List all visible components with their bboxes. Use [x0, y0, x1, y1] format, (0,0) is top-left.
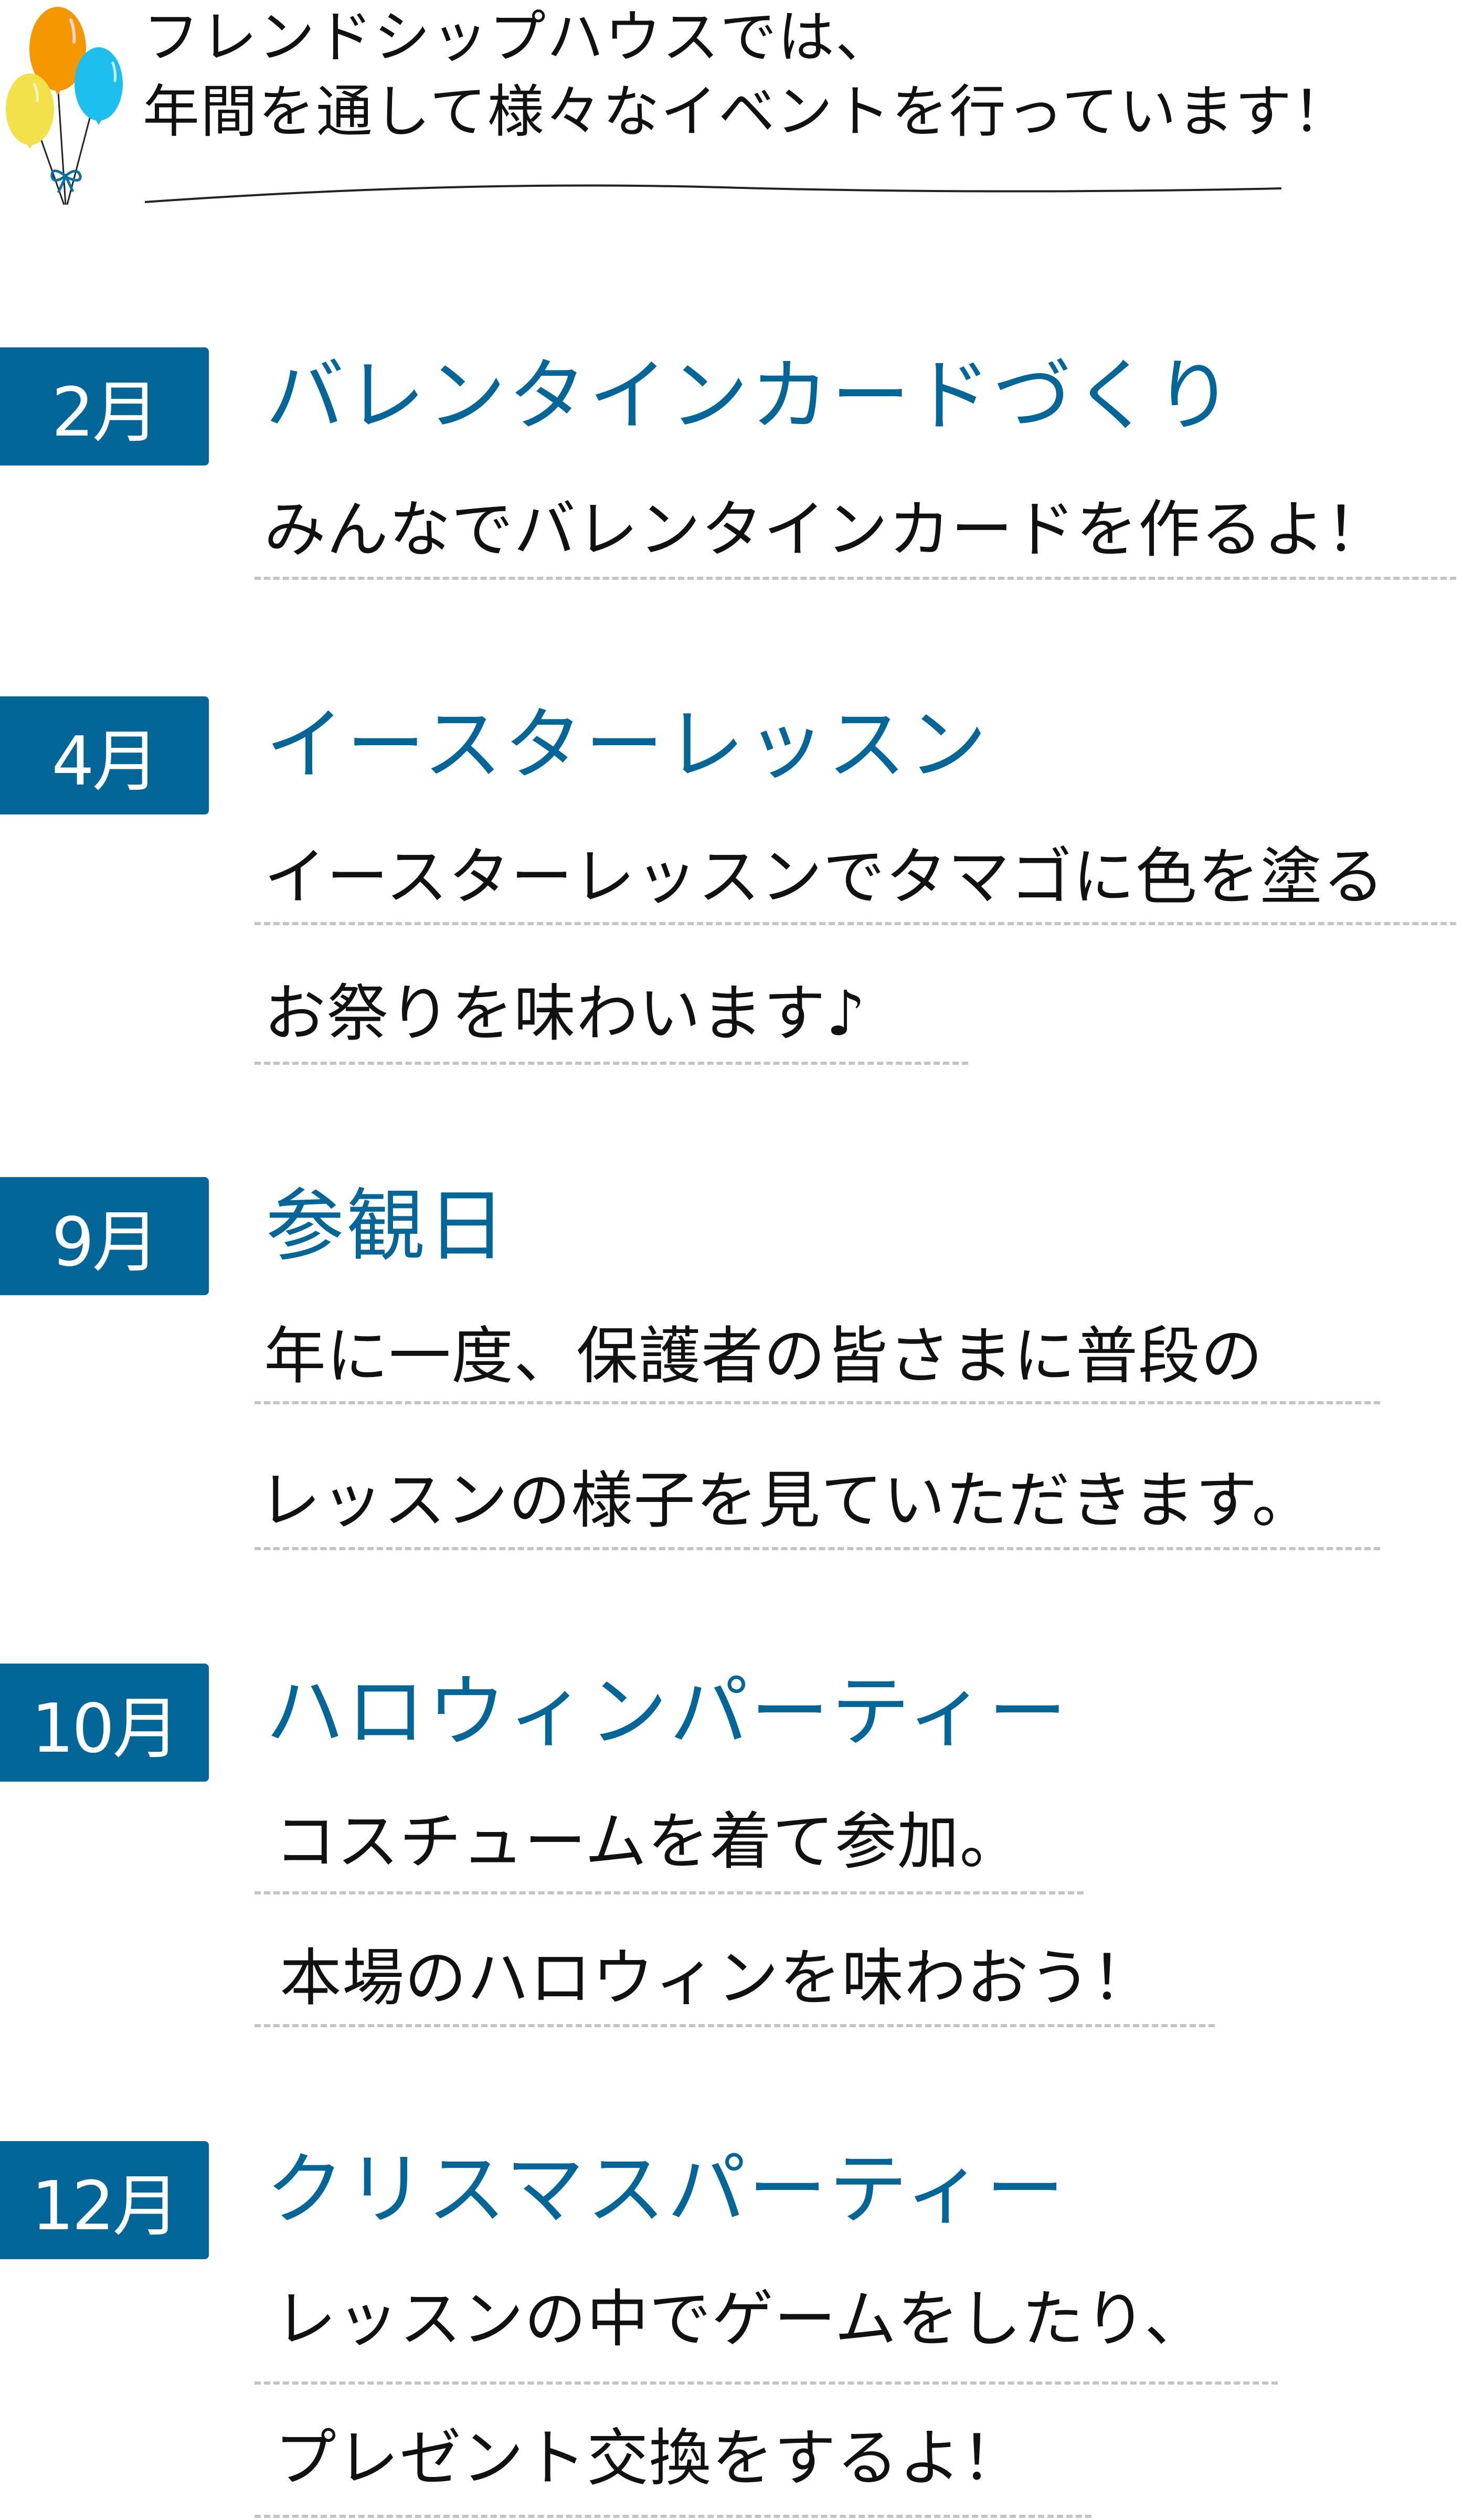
- month-badge: 10月: [0, 1664, 209, 1782]
- event-title: ハロウィンパーティー: [266, 1667, 1069, 1758]
- month-badge: 2月: [0, 347, 209, 465]
- dashed-divider: [255, 1547, 1380, 1550]
- dashed-divider: [255, 2515, 1091, 2518]
- event-description-line: お祭りを味わいます♪: [264, 977, 866, 1050]
- intro-line-1: フレンドシップハウスでは、: [143, 5, 894, 70]
- event-description-line: イースターレッスンでタマゴに色を塗る: [264, 841, 1385, 913]
- decorative-curve: [145, 184, 1282, 203]
- balloons-icon: [6, 7, 123, 205]
- dashed-divider: [255, 577, 1456, 580]
- dashed-divider: [255, 1401, 1380, 1404]
- event-description-line: 年に一度、保護者の皆さまに普段の: [264, 1320, 1264, 1392]
- month-badge: 9月: [0, 1177, 209, 1295]
- event-description-line: レッスンの様子を見ていただきます。: [259, 1464, 1314, 1537]
- event-description-line: レッスンの中でゲームをしたり、: [274, 2283, 1207, 2355]
- event-title: クリスマスパーティー: [266, 2144, 1067, 2236]
- month-badge: 12月: [0, 2141, 209, 2259]
- dashed-divider: [255, 2381, 1278, 2385]
- event-description-line: みんなでバレンタインカードを作るよ！: [264, 493, 1388, 566]
- event-title: イースターレッスン: [266, 700, 989, 791]
- event-description-line: 本場のハロウィンを味わおう！: [280, 1942, 1154, 2014]
- intro-line-2: 年間を通して様々なイベントを行っています！: [143, 79, 1351, 145]
- dashed-divider: [255, 1891, 1084, 1894]
- dashed-divider: [255, 1062, 968, 1065]
- event-description-line: コスチュームを着て参加。: [274, 1805, 1022, 1878]
- month-badge: 4月: [0, 696, 209, 814]
- event-title: バレンタインカードづくり: [266, 351, 1236, 442]
- dashed-divider: [255, 2024, 1215, 2027]
- event-title: 参観日: [266, 1181, 508, 1272]
- dashed-divider: [255, 922, 1456, 925]
- event-description-line: プレゼント交換をするよ！: [274, 2422, 1024, 2494]
